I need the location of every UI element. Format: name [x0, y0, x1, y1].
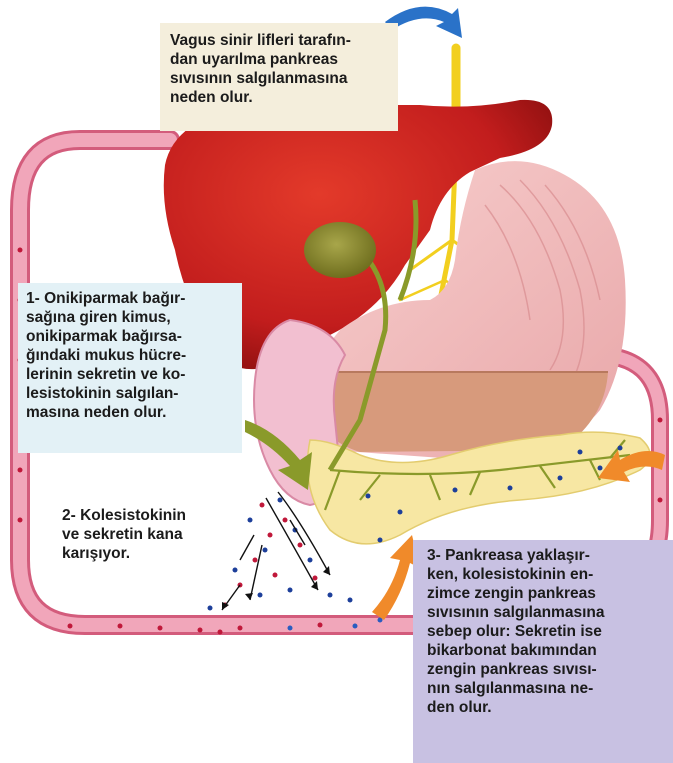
vagus-caption: Vagus sinir lifleri tarafın- dan uyarılm…	[160, 23, 398, 131]
caption-line: lerinin sekretin ve ko-	[26, 365, 234, 384]
caption-line: sebep olur: Sekretin ise	[427, 622, 663, 641]
caption-line: 1- Onikiparmak bağır-	[26, 289, 234, 308]
step1-caption: 1- Onikiparmak bağır- sağına giren kimus…	[18, 283, 242, 453]
caption-line: masına neden olur.	[26, 403, 234, 422]
caption-line: ken, kolesistokinin en-	[427, 565, 663, 584]
caption-line: ğındaki mukus hücre-	[26, 346, 234, 365]
caption-line: nın salgılanmasına ne-	[427, 679, 663, 698]
caption-line: 2- Kolesistokinin	[62, 506, 236, 525]
step2-caption: 2- Kolesistokinin ve sekretin kana karış…	[56, 500, 242, 569]
caption-line: 3- Pankreasa yaklaşır-	[427, 546, 663, 565]
caption-line: onikiparmak bağırsa-	[26, 327, 234, 346]
caption-line: karışıyor.	[62, 544, 236, 563]
caption-line: neden olur.	[170, 88, 388, 107]
step3-caption: 3- Pankreasa yaklaşır- ken, kolesistokin…	[413, 540, 673, 763]
caption-line: Vagus sinir lifleri tarafın-	[170, 31, 388, 50]
caption-line: sıvısının salgılanmasına	[170, 69, 388, 88]
gallbladder	[304, 222, 376, 278]
caption-line: sıvısının salgılanmasına	[427, 603, 663, 622]
caption-line: zimce zengin pankreas	[427, 584, 663, 603]
caption-line: den olur.	[427, 698, 663, 717]
caption-line: lesistokinin salgılan-	[26, 384, 234, 403]
caption-line: zengin pankreas sıvısı-	[427, 660, 663, 679]
caption-line: sağına giren kimus,	[26, 308, 234, 327]
caption-line: dan uyarılma pankreas	[170, 50, 388, 69]
caption-line: bikarbonat bakımından	[427, 641, 663, 660]
caption-line: ve sekretin kana	[62, 525, 236, 544]
